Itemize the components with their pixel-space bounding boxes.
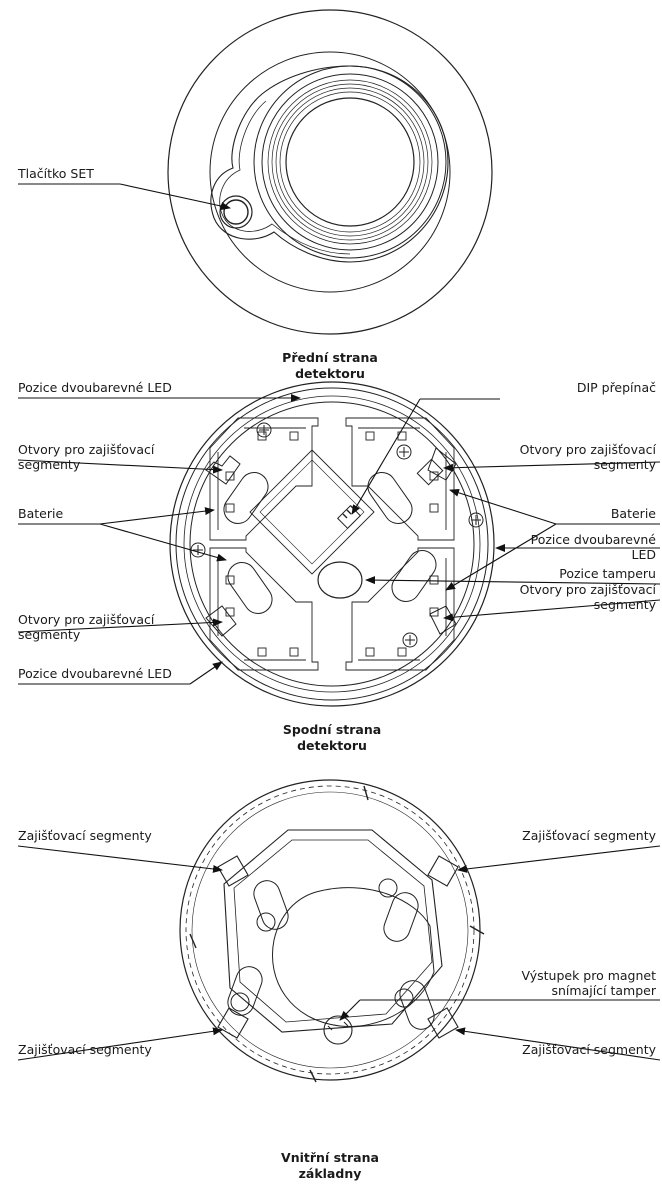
slot-top-right (367, 472, 413, 524)
label-magnet: Výstupek pro magnet snímající tamper (522, 968, 657, 998)
label-holes-right-lower: Otvory pro zajišťovací segmenty (520, 582, 656, 612)
caption-front-line1: Přední strana (282, 350, 378, 365)
label-battery-right: Baterie (610, 506, 656, 521)
hole-left-lower (205, 605, 237, 637)
label-led-bottom-left: Pozice dvoubarevné LED (18, 666, 172, 681)
keyhole-icons (227, 878, 435, 1030)
caption-bottom-line2: detektoru (297, 738, 367, 753)
base-outer-ring (179, 779, 481, 1081)
battery-frame-top-right (345, 417, 455, 541)
label-holes-left-lower-line2: segmenty (18, 627, 81, 642)
caption-base-line2: základny (298, 1166, 362, 1181)
label-led-top-left: Pozice dvoubarevné LED (18, 380, 172, 395)
bottom-callouts (17, 394, 661, 685)
label-holes-right-lower-line1: Otvory pro zajišťovací (519, 582, 656, 597)
segment-top-left (217, 855, 249, 887)
label-holes-right-upper: Otvory pro zajišťovací segmenty (520, 442, 656, 472)
dip-switch-icon (336, 504, 362, 530)
hole-right-upper (427, 447, 457, 481)
base-view (179, 779, 485, 1083)
label-holes-left-lower-line1: Otvory pro zajišťovací (18, 612, 155, 627)
label-set-button: Tlačítko SET (18, 166, 94, 181)
base-octagon (223, 829, 443, 1033)
label-led-right-line1: Pozice dvoubarevné (530, 532, 656, 547)
screw-icons (190, 422, 484, 648)
front-cover-outline (210, 65, 449, 263)
label-battery-left: Baterie (18, 506, 64, 521)
label-dip-switch: DIP přepínač (576, 380, 656, 395)
caption-base: Vnitřní strana základny (250, 1150, 410, 1182)
battery-frame-bottom-left (209, 547, 319, 671)
hole-left-upper (205, 455, 241, 485)
label-magnet-line1: Výstupek pro magnet (521, 968, 657, 983)
label-holes-right-upper-line2: segmenty (593, 457, 656, 472)
caption-front-line2: detektoru (295, 366, 365, 381)
front-inner-ring (209, 51, 451, 293)
label-magnet-line2: snímající tamper (551, 983, 656, 998)
bottom-view (169, 381, 495, 707)
base-callouts (17, 845, 661, 1061)
label-holes-left-upper-line2: segmenty (18, 457, 81, 472)
set-button-icon (219, 195, 253, 229)
slot-bottom-right (391, 550, 437, 602)
magnet-boss-icon (323, 1015, 353, 1045)
label-holes-left-upper: Otvory pro zajišťovací segmenty (18, 442, 154, 472)
segment-bottom-right (427, 1007, 459, 1039)
front-outer-ring (167, 9, 493, 335)
front-view (167, 9, 493, 335)
label-seg-top-left: Zajišťovací segmenty (18, 828, 152, 843)
label-led-right-line2: LED (631, 547, 657, 562)
label-led-right: Pozice dvoubarevné LED (531, 532, 656, 562)
front-sensor-chamber (253, 65, 447, 259)
segment-bottom-left (217, 1007, 249, 1039)
slot-bottom-left (227, 562, 273, 614)
battery-frame-bottom-right (345, 547, 455, 671)
caption-front: Přední strana detektoru (250, 350, 410, 382)
slot-top-left (223, 472, 269, 524)
tamper-icon (317, 561, 363, 599)
label-holes-right-lower-line2: segmenty (593, 597, 656, 612)
hole-right-lower (429, 605, 457, 635)
connector-icon (416, 458, 444, 486)
label-holes-right-upper-line1: Otvory pro zajišťovací (519, 442, 656, 457)
label-tamper: Pozice tamperu (559, 566, 656, 581)
caption-bottom-line1: Spodní strana (282, 722, 382, 737)
label-holes-left-upper-line1: Otvory pro zajišťovací (18, 442, 155, 457)
battery-frame-top-left (209, 417, 319, 541)
label-seg-bottom-right: Zajišťovací segmenty (522, 1042, 656, 1057)
label-seg-bottom-left: Zajišťovací segmenty (18, 1042, 152, 1057)
center-diamond (249, 449, 375, 575)
label-seg-top-right: Zajišťovací segmenty (522, 828, 656, 843)
caption-base-line1: Vnitřní strana (281, 1150, 379, 1165)
segment-top-right (427, 855, 459, 887)
caption-bottom: Spodní strana detektoru (252, 722, 412, 754)
label-holes-left-lower: Otvory pro zajišťovací segmenty (18, 612, 154, 642)
